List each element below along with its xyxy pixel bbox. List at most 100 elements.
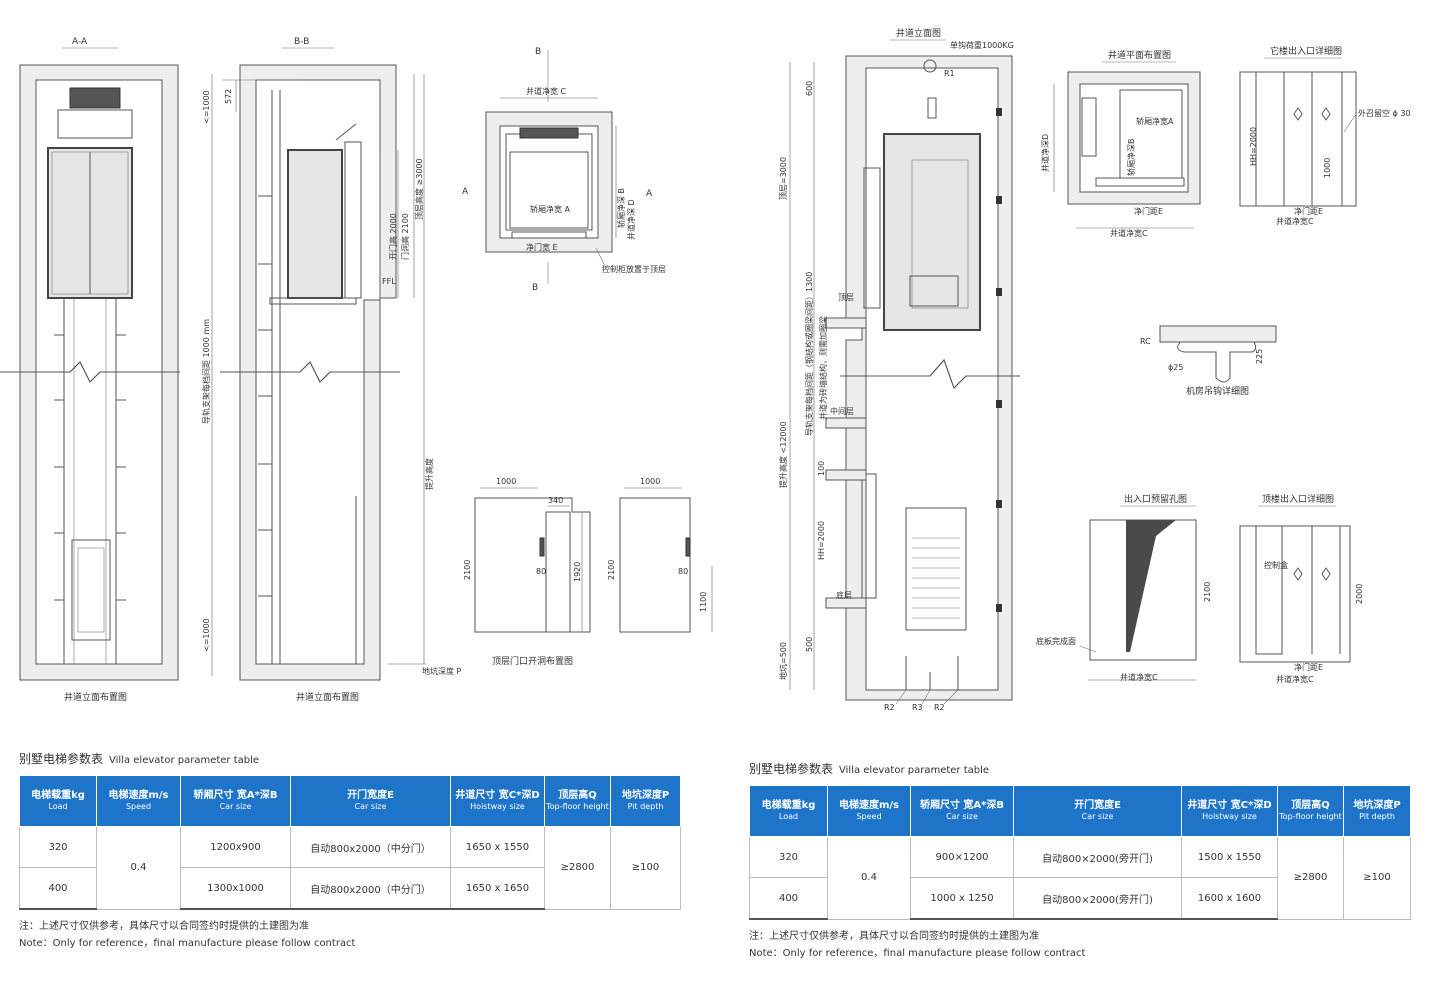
cell-door: 自动800x2000（中分门） bbox=[290, 867, 451, 910]
door-dim-2100-b: 2100 bbox=[607, 560, 616, 580]
bb-top-floor-height: 顶层高度 ≥3000 bbox=[414, 158, 424, 220]
right-mid-floor: 中间层 bbox=[830, 406, 854, 416]
top-entry-2000: 2000 bbox=[1355, 584, 1364, 604]
right-pit-500: 地坑=500 bbox=[778, 642, 788, 680]
left-table-title-en: Villa elevator parameter table bbox=[109, 755, 260, 766]
right-r3: R3 bbox=[912, 703, 923, 712]
plan-a-left: A bbox=[462, 187, 469, 197]
right-plan-shaft-c: 井道净宽C bbox=[1110, 228, 1148, 238]
top-door-opening-drawing: 1000 340 2100 80 1920 1000 2100 80 1100 … bbox=[463, 477, 713, 667]
right-r2-a: R2 bbox=[884, 703, 895, 712]
left-note-cn: 注：上述尺寸仅供参考，具体尺寸以合同签约时提供的土建图为准 bbox=[19, 921, 309, 932]
top-floor-entrance: 顶楼出入口详细图 控制盒 2000 净门距E 井道净宽C bbox=[1239, 493, 1364, 684]
opening-floor-finish: 底板完成面 bbox=[1036, 636, 1076, 646]
top-entry-door-e: 净门距E bbox=[1294, 662, 1323, 672]
cell-door: 自动800×2000(旁开门) bbox=[1013, 836, 1182, 878]
right-note-cn: 注：上述尺寸仅供参考，具体尺寸以合同签约时提供的土建图为准 bbox=[749, 931, 1039, 942]
right-note-en: Note：Only for reference，final manufactur… bbox=[749, 948, 1086, 959]
top-entry-shaft-c: 井道净宽C bbox=[1276, 674, 1314, 684]
top-entry-title: 顶楼出入口详细图 bbox=[1262, 493, 1334, 505]
right-plan-layout: 井道平面布置图 轿厢净宽A 轿厢净深B 井道净深D 净门距E 井道净宽C bbox=[1040, 49, 1201, 238]
right-travel-12000: 提升高度 <12000 bbox=[778, 421, 788, 488]
right-rail-note: 井道为砖墙结构，则需加圈梁 bbox=[818, 316, 828, 420]
opening-shaft-c: 井道净宽C bbox=[1120, 672, 1158, 682]
top-entry-control-box: 控制盒 bbox=[1264, 560, 1288, 570]
right-table-title-cn: 别墅电梯参数表 bbox=[749, 762, 834, 776]
hook-225: 225 bbox=[1255, 349, 1264, 364]
aa-section-label: A-A bbox=[72, 37, 88, 47]
cell-hoistway: 1500 x 1550 bbox=[1181, 836, 1278, 878]
opening-2100: 2100 bbox=[1203, 582, 1212, 602]
plan-car-width-a: 轿厢净宽 A bbox=[530, 204, 571, 214]
cell-hoistway: 1650 x 1650 bbox=[450, 867, 545, 910]
right-plan-title: 井道平面布置图 bbox=[1108, 49, 1171, 61]
door-dim-340: 340 bbox=[548, 496, 563, 505]
cell-door: 自动800x2000（中分门） bbox=[290, 826, 451, 868]
plan-shaft-width-c: 井道净宽 C bbox=[526, 86, 567, 96]
hook-rc: RC bbox=[1140, 337, 1151, 346]
right-table-note: 注：上述尺寸仅供参考，具体尺寸以合同签约时提供的土建图为准 Note：Only … bbox=[749, 928, 1410, 962]
cell-door: 自动800×2000(旁开门) bbox=[1013, 877, 1182, 920]
right-plan-car-depth: 轿厢净深B bbox=[1126, 139, 1136, 177]
door-dim-1000-a: 1000 bbox=[496, 477, 516, 486]
right-hook-load: 单钩荷重1000KG bbox=[950, 40, 1014, 50]
cell-hoistway: 1650 x 1550 bbox=[450, 826, 545, 868]
table-row: 320 0.4 1200x900 自动800x2000（中分门） 1650 x … bbox=[19, 826, 681, 910]
door-dim-80-a: 80 bbox=[536, 567, 546, 576]
cell-load: 400 bbox=[749, 877, 828, 920]
aa-section-drawing: A-A 井道立面布置图 bbox=[0, 37, 180, 703]
bb-travel-height: 提升高度 bbox=[424, 458, 434, 490]
cell-hoistway: 1600 x 1600 bbox=[1181, 877, 1278, 920]
cell-speed: 0.4 bbox=[827, 836, 911, 920]
right-dim-600: 600 bbox=[805, 81, 814, 96]
cell-speed: 0.4 bbox=[96, 826, 181, 910]
bb-section-drawing: B-B <=1000 572 导轨支架每档间距 1000 mm <=1 bbox=[201, 37, 462, 703]
technical-drawings: A-A 井道立面布置图 B-B bbox=[0, 27, 1411, 712]
table-row: 320 0.4 900×1200 自动800×2000(旁开门) 1500 x … bbox=[749, 836, 1411, 920]
right-r1: R1 bbox=[944, 69, 955, 78]
cell-top-height: ≥2800 bbox=[544, 826, 611, 910]
bb-door-opening: 门洞高 2100 bbox=[400, 213, 410, 260]
plan-door-width-e: 净门宽 E bbox=[526, 242, 558, 252]
plan-a-right: A bbox=[646, 189, 653, 199]
bb-door-height: 开门高 2000 bbox=[388, 213, 398, 260]
door-dim-1920: 1920 bbox=[573, 562, 582, 582]
right-dim-500: 500 bbox=[805, 637, 814, 652]
plan-controller-note: 控制柜放置于顶层 bbox=[602, 264, 666, 274]
bb-dim-le1000-top: <=1000 bbox=[202, 90, 211, 124]
table-row: 400 1300x1000 自动800x2000（中分门） 1650 x 165… bbox=[19, 867, 681, 910]
opening-title: 出入口预留孔图 bbox=[1124, 493, 1187, 505]
other-floor-hh: HH=2000 bbox=[1249, 127, 1258, 166]
right-top-floor: 顶层 bbox=[838, 293, 854, 302]
top-door-caption: 顶层门口开洞布置图 bbox=[492, 655, 573, 667]
hook-detail: RC ϕ25 225 机房吊钩详细图 bbox=[1140, 325, 1277, 397]
bb-dim-le1000-bottom: <=1000 bbox=[202, 618, 211, 652]
plan-b-top: B bbox=[535, 47, 541, 57]
cell-pit: ≥100 bbox=[610, 826, 681, 910]
other-floor-1000: 1000 bbox=[1323, 158, 1332, 178]
right-plan-door-e: 净门距E bbox=[1134, 206, 1163, 216]
cell-car: 1200x900 bbox=[180, 826, 291, 868]
other-floor-entrance: 它楼出入口详细图 HH=2000 1000 外召留空 ϕ 30 净门距E 井道净… bbox=[1239, 45, 1411, 226]
door-dim-80-b: 80 bbox=[678, 567, 688, 576]
bb-pit-depth: 地坑深度 P bbox=[422, 666, 462, 676]
hook-caption: 机房吊钩详细图 bbox=[1186, 385, 1249, 397]
bb-section-label: B-B bbox=[294, 37, 309, 47]
plan-b-bottom: B bbox=[532, 283, 538, 293]
